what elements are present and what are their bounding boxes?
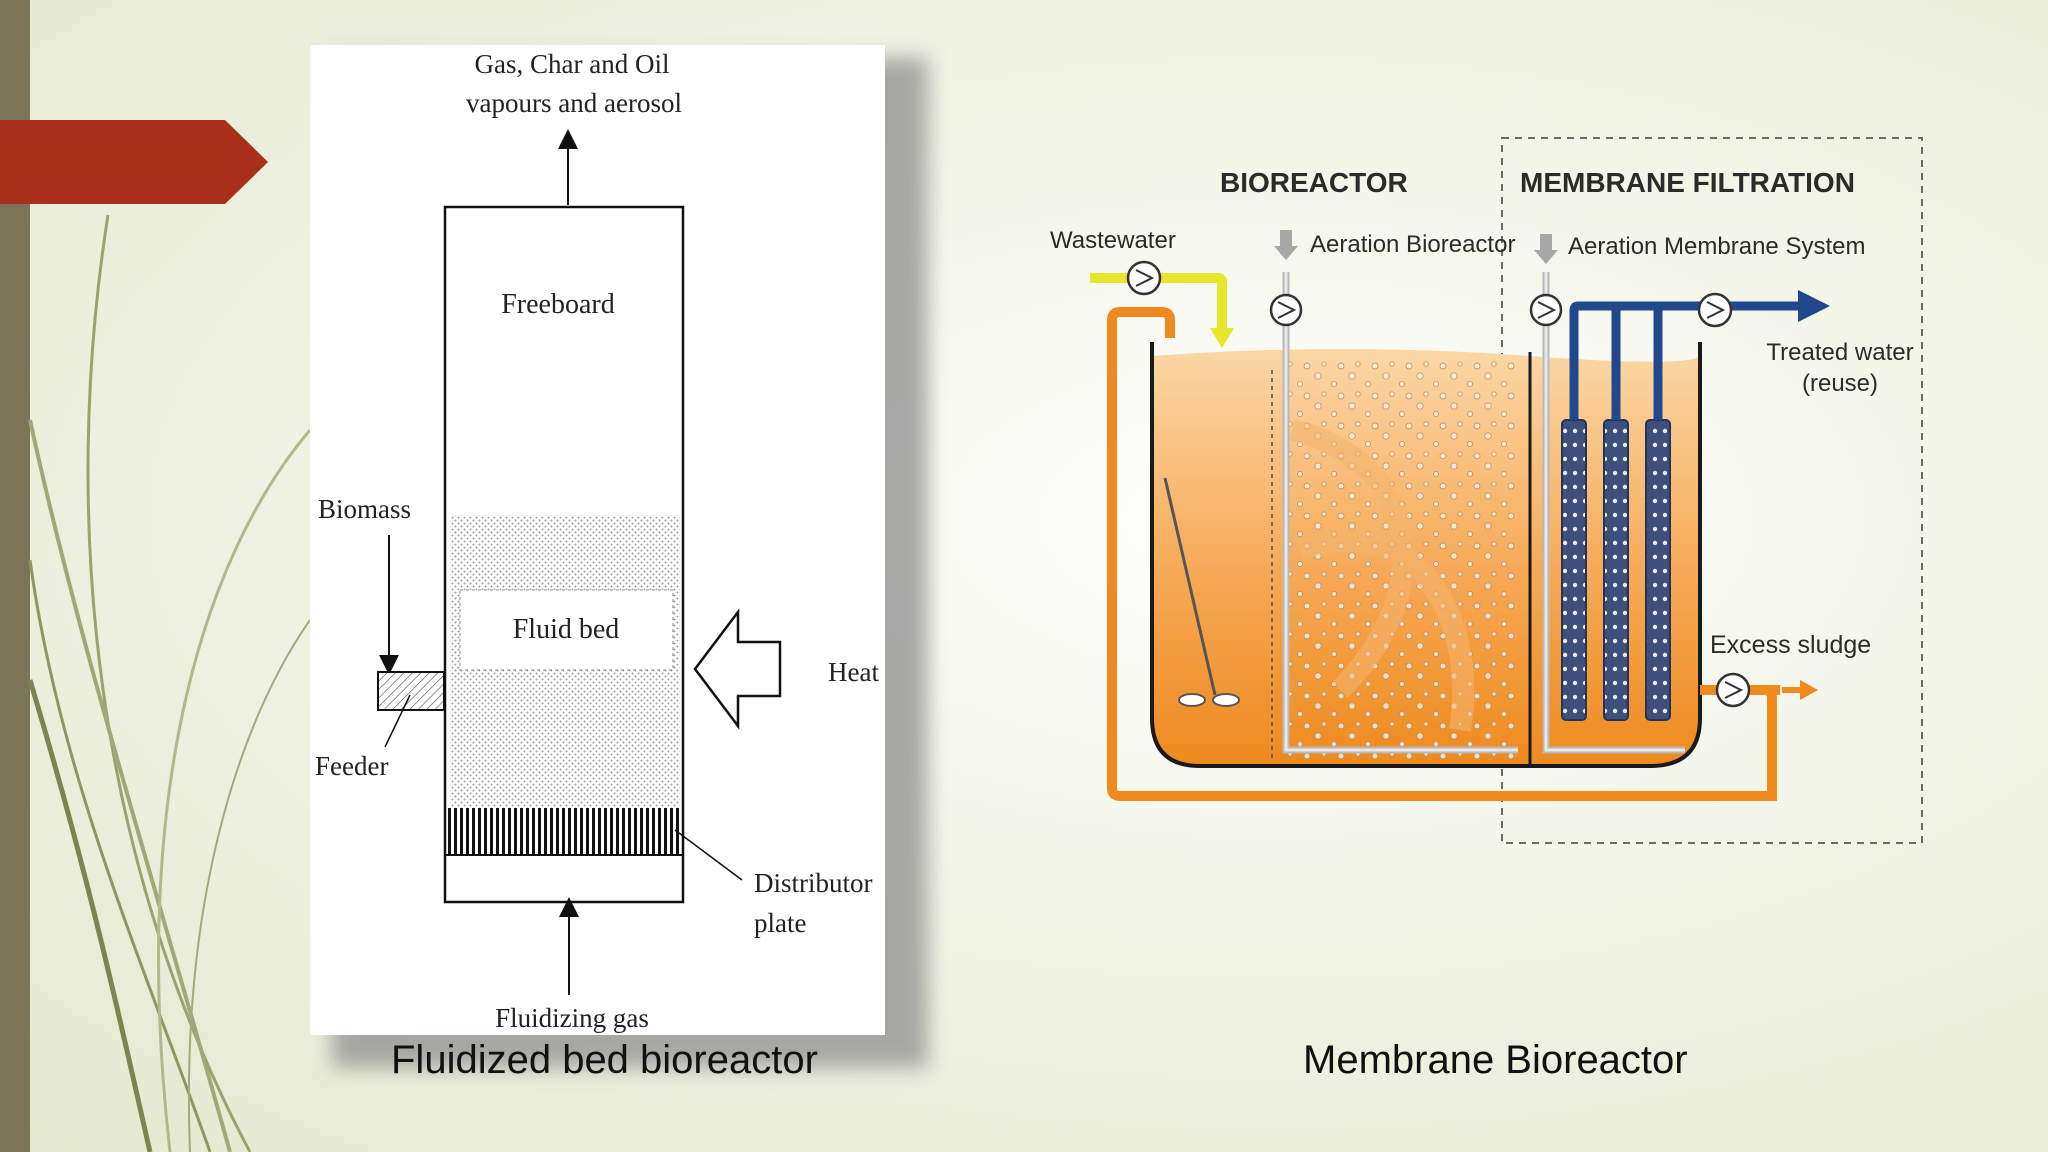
distributor-label-1: Distributor [754, 868, 873, 898]
bioreactor-title: BIOREACTOR [1220, 167, 1408, 198]
accent-arrow-tab [0, 120, 268, 204]
tank-outline [1150, 342, 1702, 768]
heat-arrow [693, 608, 782, 730]
fluidizing-gas-label: Fluidizing gas [495, 1003, 649, 1033]
wastewater-pipe [1090, 273, 1227, 330]
distributor-label-2: plate [754, 908, 806, 938]
biomass-label: Biomass [318, 494, 411, 524]
top-output-label-1: Gas, Char and Oil [475, 49, 670, 79]
permeate-pipe [1569, 301, 1800, 420]
wastewater-label: Wastewater [1050, 227, 1176, 254]
fluid-bed-box [459, 589, 674, 671]
membrane-module [1603, 419, 1629, 721]
excess-sludge-label: Excess sludge [1710, 631, 1871, 659]
aeration-bioreactor-label: Aeration Bioreactor [1310, 231, 1515, 258]
treated-water-label-1: Treated water [1766, 339, 1913, 366]
fluid-bed-label: Fluid bed [513, 614, 620, 645]
top-output-label-2: vapours and aerosol [466, 88, 682, 118]
feeder-box [377, 671, 445, 711]
aeration-membrane-label: Aeration Membrane System [1568, 233, 1865, 260]
membrane-bioreactor-figure: BIOREACTOR MEMBRANE FILTRATION Wastewate… [1050, 137, 1923, 844]
membrane-module [1645, 419, 1671, 721]
fluid-bed-particles [450, 515, 680, 855]
decorative-curves [27, 214, 312, 1152]
treated-water-label-2: (reuse) [1802, 370, 1878, 397]
membrane-filtration-title: MEMBRANE FILTRATION [1520, 167, 1855, 198]
distributor-plate [447, 808, 681, 854]
fluidized-bed-figure: Gas, Char and Oil vapours and aerosol Fr… [310, 45, 885, 1035]
membrane-module [1561, 419, 1587, 721]
fluidized-bed-caption: Fluidized bed bioreactor [391, 1038, 818, 1082]
membrane-bioreactor-caption: Membrane Bioreactor [1303, 1038, 1688, 1082]
heat-label: Heat [828, 657, 879, 687]
membrane-region-outline [1501, 137, 1923, 844]
feeder-label: Feeder [315, 751, 388, 781]
freeboard-label: Freeboard [501, 289, 615, 320]
